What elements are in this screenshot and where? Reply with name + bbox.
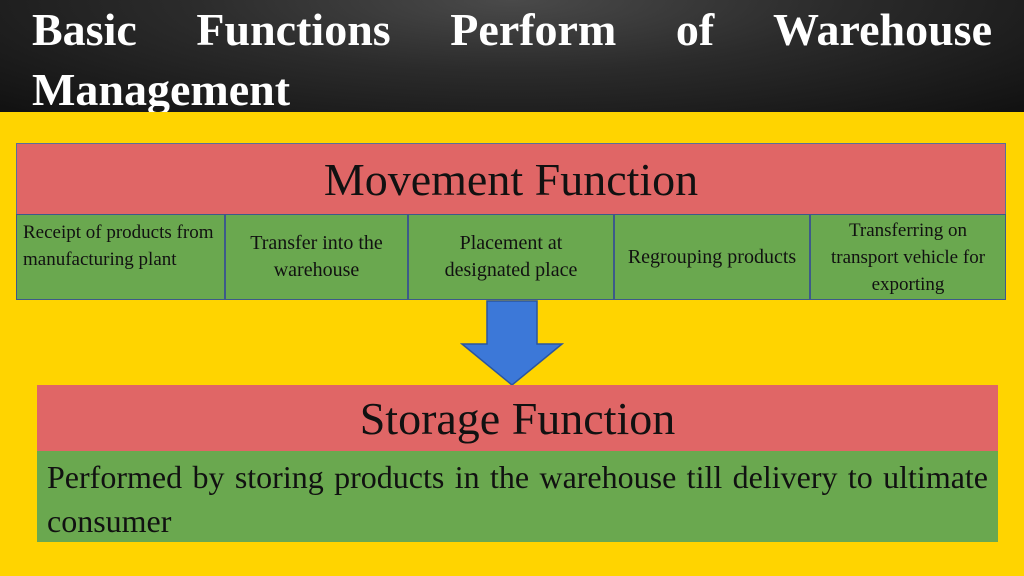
movement-step: Receipt of products from manufacturing p… [16,214,225,300]
movement-step: Transferring on transport vehicle for ex… [810,214,1006,300]
storage-function-heading: Storage Function [37,385,998,451]
title-banner: Basic Functions Perform of Warehouse Man… [0,0,1024,115]
storage-function-description: Performed by storing products in the war… [37,451,998,542]
movement-function-heading: Movement Function [16,143,1006,215]
movement-steps-row: Receipt of products from manufacturing p… [16,214,1006,300]
down-arrow-icon [460,300,564,386]
page-title: Basic Functions Perform of Warehouse Man… [32,4,992,115]
movement-step: Placement at designated place [408,214,614,300]
movement-step: Regrouping products [614,214,810,300]
movement-step: Transfer into the warehouse [225,214,408,300]
